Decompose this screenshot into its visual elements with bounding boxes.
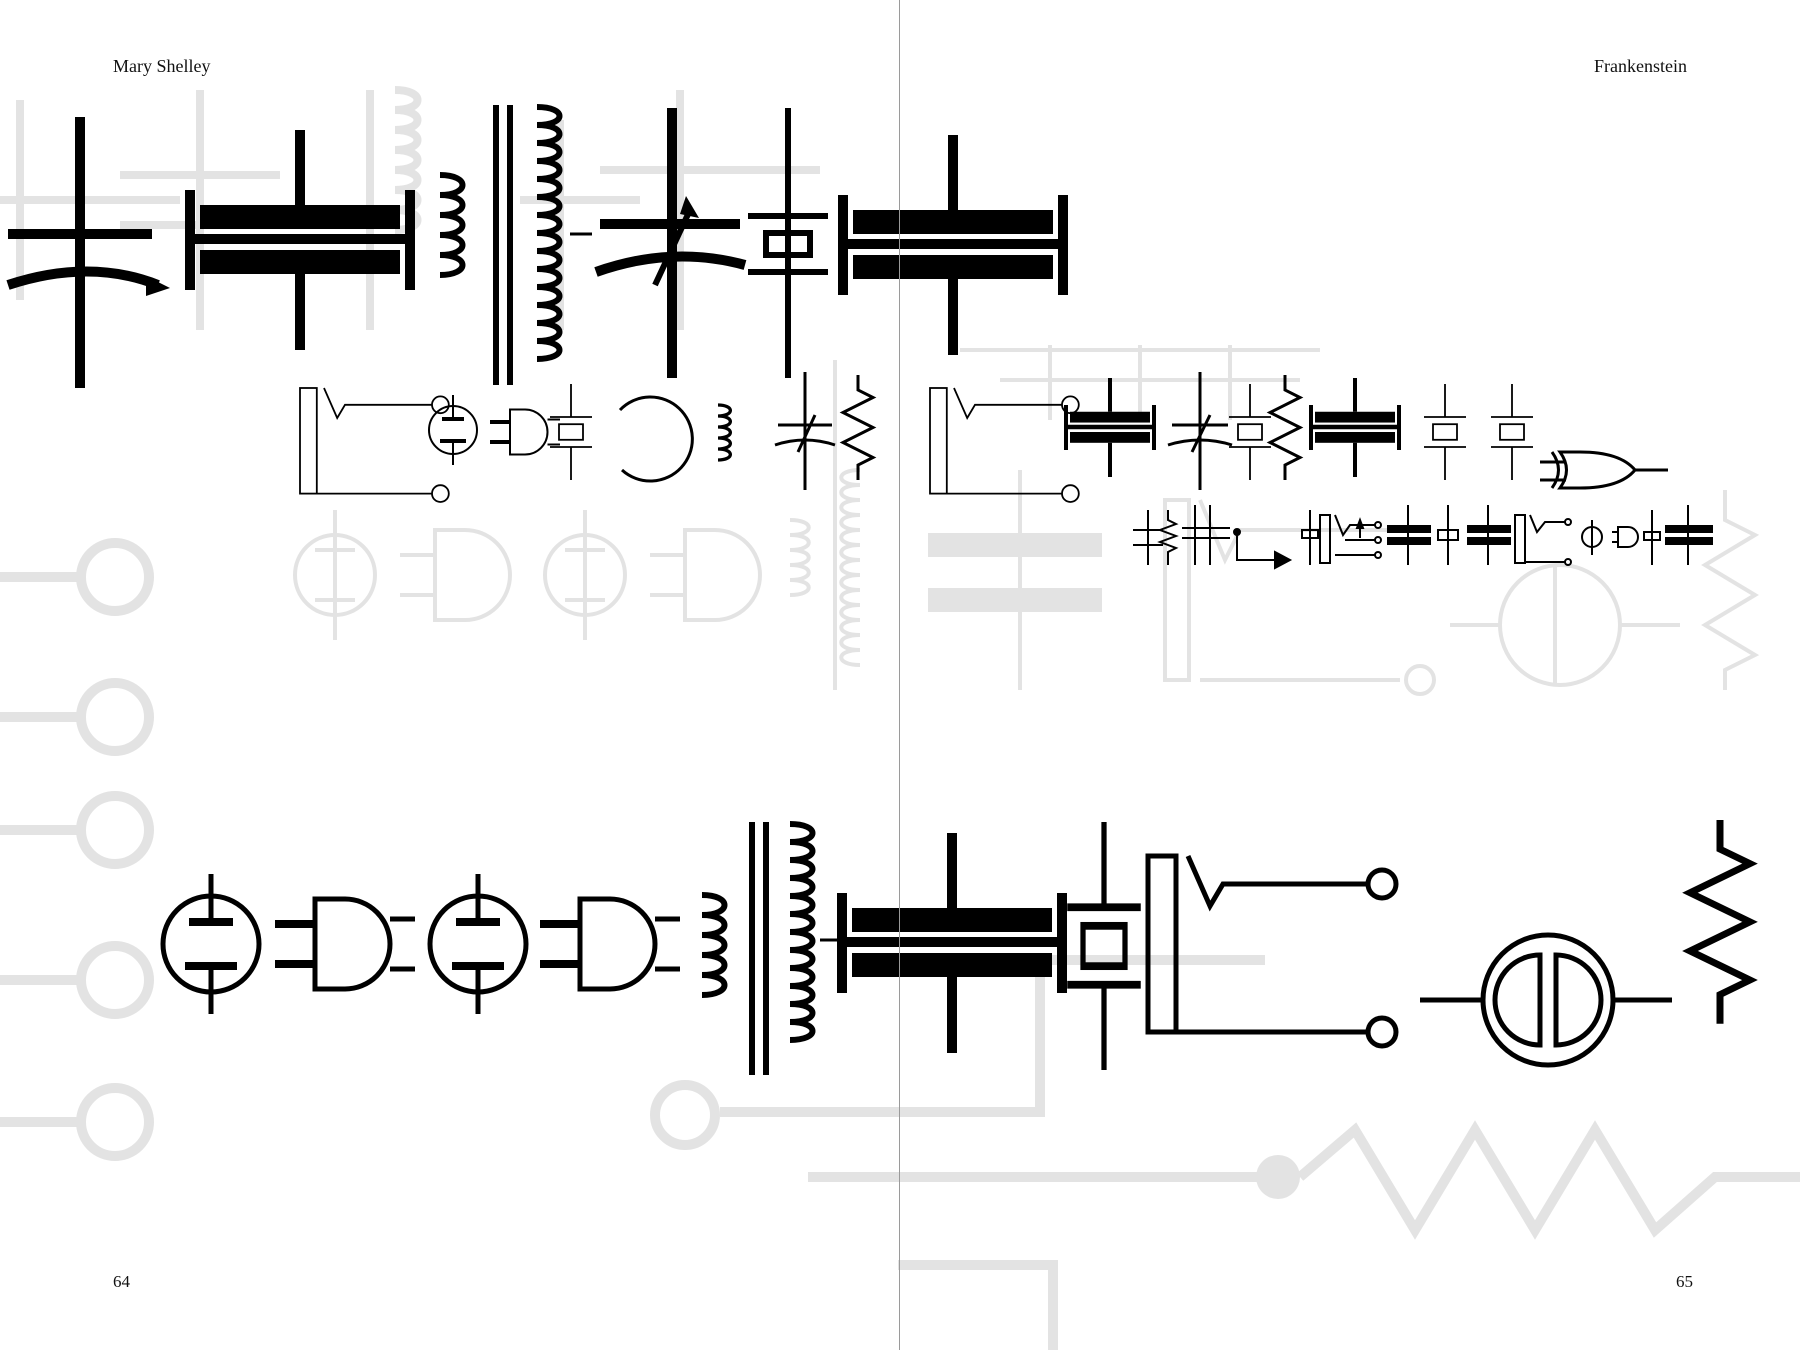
crystal-symbol (748, 108, 828, 378)
capacitor-symbol (1309, 378, 1401, 477)
and-gate-symbol (540, 899, 680, 989)
capacitor-symbol (185, 130, 415, 350)
jack-symbol (299, 387, 450, 503)
tiny-component-row (1133, 505, 1713, 570)
and-gate-symbol (275, 899, 415, 989)
transformer-symbol (493, 104, 592, 385)
transformer-symbol (749, 821, 838, 1075)
page-number-left: 64 (113, 1272, 130, 1291)
crystal-symbol (1067, 822, 1141, 1070)
variable-capacitor-symbol (1167, 372, 1233, 490)
capacitor-symbol (1064, 378, 1156, 477)
jack-symbol (929, 387, 1080, 503)
crystal-symbol (549, 383, 593, 481)
lamp-symbol (1420, 932, 1672, 1068)
crystal-symbol (1228, 383, 1272, 481)
vacuum-tube-symbol (163, 874, 259, 1014)
resistor-symbol (1268, 373, 1302, 482)
variable-capacitor-symbol (594, 108, 747, 378)
vacuum-tube-symbol (430, 874, 526, 1014)
variable-capacitor-symbol (6, 117, 170, 388)
vacuum-tube-symbol (427, 393, 479, 467)
resistor-symbol (1690, 820, 1750, 1024)
capacitor-symbol (838, 135, 1068, 355)
inductor-symbol (702, 895, 725, 995)
and-gate-symbol (488, 407, 562, 457)
ghost-layer (0, 86, 1800, 1350)
crystal-symbol (1423, 383, 1467, 481)
running-head-title: Frankenstein (1594, 56, 1687, 76)
ink-layer (6, 104, 1750, 1075)
inductor-symbol (440, 175, 463, 275)
resistor-symbol (841, 373, 875, 482)
crystal-symbol (1490, 383, 1534, 481)
lamp-symbol (618, 395, 694, 483)
xor-gate-symbol (1540, 450, 1668, 490)
page-number-right: 65 (1676, 1272, 1693, 1291)
page-gutter (899, 0, 900, 1350)
inductor-symbol (716, 403, 733, 462)
variable-capacitor-symbol (774, 372, 836, 490)
capacitor-symbol (837, 833, 1067, 1053)
running-head-author: Mary Shelley (113, 56, 211, 76)
jack-symbol (1148, 856, 1396, 1046)
